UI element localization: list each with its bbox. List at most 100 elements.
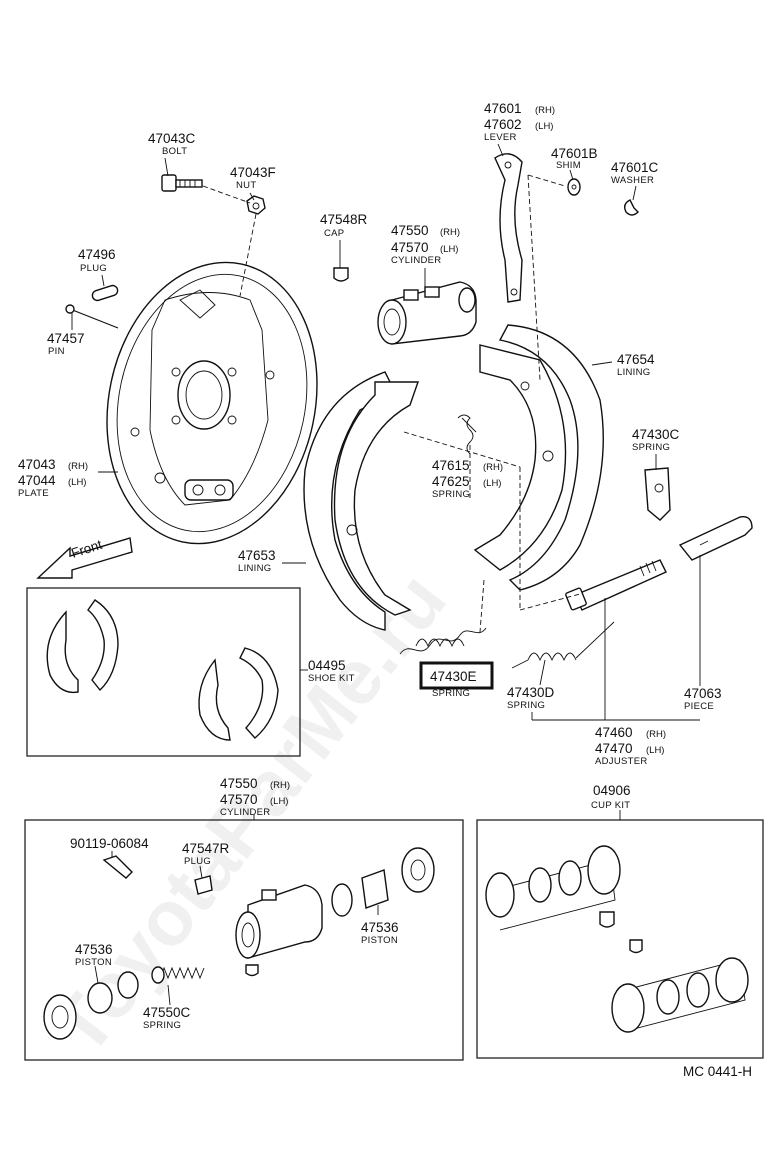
- label-47601b: 47601B SHIM: [551, 146, 598, 171]
- svg-text:47457: 47457: [47, 331, 85, 346]
- svg-text:CYLINDER: CYLINDER: [220, 807, 270, 818]
- label-47430e[interactable]: 47430E SPRING: [419, 661, 494, 699]
- svg-text:(LH): (LH): [270, 796, 288, 807]
- label-90119: 90119-06084: [70, 836, 149, 851]
- svg-text:SPRING: SPRING: [507, 700, 545, 711]
- cup-kit-drawing: [485, 845, 749, 1033]
- svg-text:PIECE: PIECE: [684, 701, 714, 712]
- svg-text:ADJUSTER: ADJUSTER: [595, 756, 648, 767]
- svg-text:47570: 47570: [391, 240, 429, 255]
- svg-text:PLUG: PLUG: [184, 856, 211, 867]
- svg-text:47601B: 47601B: [551, 146, 598, 161]
- cap-drawing: [333, 267, 349, 282]
- svg-text:47470: 47470: [595, 741, 633, 756]
- svg-text:(LH): (LH): [646, 745, 664, 756]
- svg-text:47043F: 47043F: [230, 165, 276, 180]
- svg-text:NUT: NUT: [236, 180, 256, 191]
- leader-lines: [71, 143, 701, 1006]
- front-arrow: Front: [36, 537, 133, 579]
- adjuster-piece-drawing: [678, 516, 753, 561]
- svg-text:47615: 47615: [432, 458, 470, 473]
- svg-text:04495: 04495: [308, 658, 346, 673]
- adjuster-drawing: [565, 559, 667, 611]
- svg-text:SPRING: SPRING: [632, 442, 670, 453]
- svg-text:47063: 47063: [684, 686, 722, 701]
- svg-text:PISTON: PISTON: [361, 935, 398, 946]
- svg-text:47460: 47460: [595, 725, 633, 740]
- svg-text:47550: 47550: [220, 776, 258, 791]
- svg-text:47430D: 47430D: [507, 685, 555, 700]
- label-47550-bottom: 47550 (RH) 47570 (LH) CYLINDER: [220, 776, 290, 818]
- svg-text:47536: 47536: [75, 942, 113, 957]
- wheel-cylinder-drawing: [377, 281, 477, 345]
- cylinder-exploded-drawing: [43, 847, 435, 1040]
- label-04906: 04906 CUP KIT: [591, 783, 631, 811]
- shoe-kit-drawing: [46, 599, 279, 741]
- svg-text:47653: 47653: [238, 548, 276, 563]
- svg-text:47547R: 47547R: [182, 841, 230, 856]
- svg-text:(LH): (LH): [440, 244, 458, 255]
- label-47615: 47615 (RH) 47625 (LH) SPRING: [432, 458, 503, 500]
- svg-text:(RH): (RH): [68, 461, 88, 472]
- svg-text:PISTON: PISTON: [75, 957, 112, 968]
- backing-plate-drawing: [106, 261, 318, 545]
- svg-text:47601: 47601: [484, 101, 522, 116]
- svg-text:47430E: 47430E: [430, 669, 477, 684]
- label-47547r: 47547R PLUG: [182, 841, 230, 867]
- label-47601c: 47601C WASHER: [611, 160, 659, 186]
- svg-text:47496: 47496: [78, 247, 116, 262]
- svg-text:47602: 47602: [484, 117, 522, 132]
- svg-text:(RH): (RH): [483, 462, 503, 473]
- svg-text:PIN: PIN: [48, 346, 65, 357]
- svg-text:LINING: LINING: [617, 367, 650, 378]
- label-47043f: 47043F NUT: [230, 165, 276, 191]
- return-spring-d-drawing: [511, 621, 615, 669]
- svg-text:LEVER: LEVER: [484, 132, 517, 143]
- label-47550-top: 47550 (RH) 47570 (LH) CYLINDER: [391, 223, 460, 266]
- label-47043: 47043 (RH) 47044 (LH) PLATE: [18, 457, 88, 499]
- svg-text:CYLINDER: CYLINDER: [391, 255, 441, 266]
- parking-lever-drawing: [494, 153, 523, 303]
- svg-text:(RH): (RH): [440, 227, 460, 238]
- svg-text:47654: 47654: [617, 352, 655, 367]
- svg-text:SHOE KIT: SHOE KIT: [308, 673, 355, 684]
- label-47601: 47601 (RH) 47602 (LH) LEVER: [484, 101, 555, 143]
- svg-text:(LH): (LH): [68, 477, 86, 488]
- label-47460: 47460 (RH) 47470 (LH) ADJUSTER: [595, 725, 666, 767]
- left-shoe-drawing: [303, 371, 419, 631]
- svg-text:47601C: 47601C: [611, 160, 659, 175]
- svg-text:CAP: CAP: [324, 228, 344, 239]
- svg-text:(RH): (RH): [535, 105, 555, 116]
- shim-drawing: [567, 178, 581, 196]
- svg-text:47430C: 47430C: [632, 427, 680, 442]
- diagram-code: MC 0441-H: [683, 1064, 752, 1079]
- svg-text:PLATE: PLATE: [18, 488, 49, 499]
- svg-text:47044: 47044: [18, 473, 56, 488]
- label-47063: 47063 PIECE: [684, 686, 722, 712]
- svg-text:04906: 04906: [593, 783, 631, 798]
- svg-text:LINING: LINING: [238, 563, 271, 574]
- svg-text:(RH): (RH): [646, 729, 666, 740]
- label-47550c: 47550C SPRING: [143, 1005, 191, 1031]
- shoe-kit-box: [26, 587, 301, 757]
- svg-text:(RH): (RH): [270, 780, 290, 791]
- label-47653: 47653 LINING: [238, 548, 276, 574]
- svg-text:47550C: 47550C: [143, 1005, 191, 1020]
- plug-drawing: [91, 284, 119, 302]
- return-spring-e-drawing: [399, 627, 487, 655]
- svg-text:WASHER: WASHER: [611, 175, 654, 186]
- label-47654: 47654 LINING: [617, 352, 655, 378]
- label-47457: 47457 PIN: [47, 331, 85, 357]
- svg-text:BOLT: BOLT: [162, 146, 187, 157]
- svg-text:47548R: 47548R: [320, 212, 368, 227]
- label-47430c: 47430C SPRING: [632, 427, 680, 453]
- label-47430d: 47430D SPRING: [507, 685, 555, 711]
- svg-text:47043C: 47043C: [148, 131, 196, 146]
- svg-text:SPRING: SPRING: [432, 489, 470, 500]
- label-47536-left: 47536 PISTON: [75, 942, 113, 968]
- svg-text:47043: 47043: [18, 457, 56, 472]
- svg-text:90119-06084: 90119-06084: [70, 836, 149, 851]
- svg-text:(LH): (LH): [483, 478, 501, 489]
- spring-clip-drawing: [644, 467, 671, 521]
- label-47548r: 47548R CAP: [320, 212, 368, 239]
